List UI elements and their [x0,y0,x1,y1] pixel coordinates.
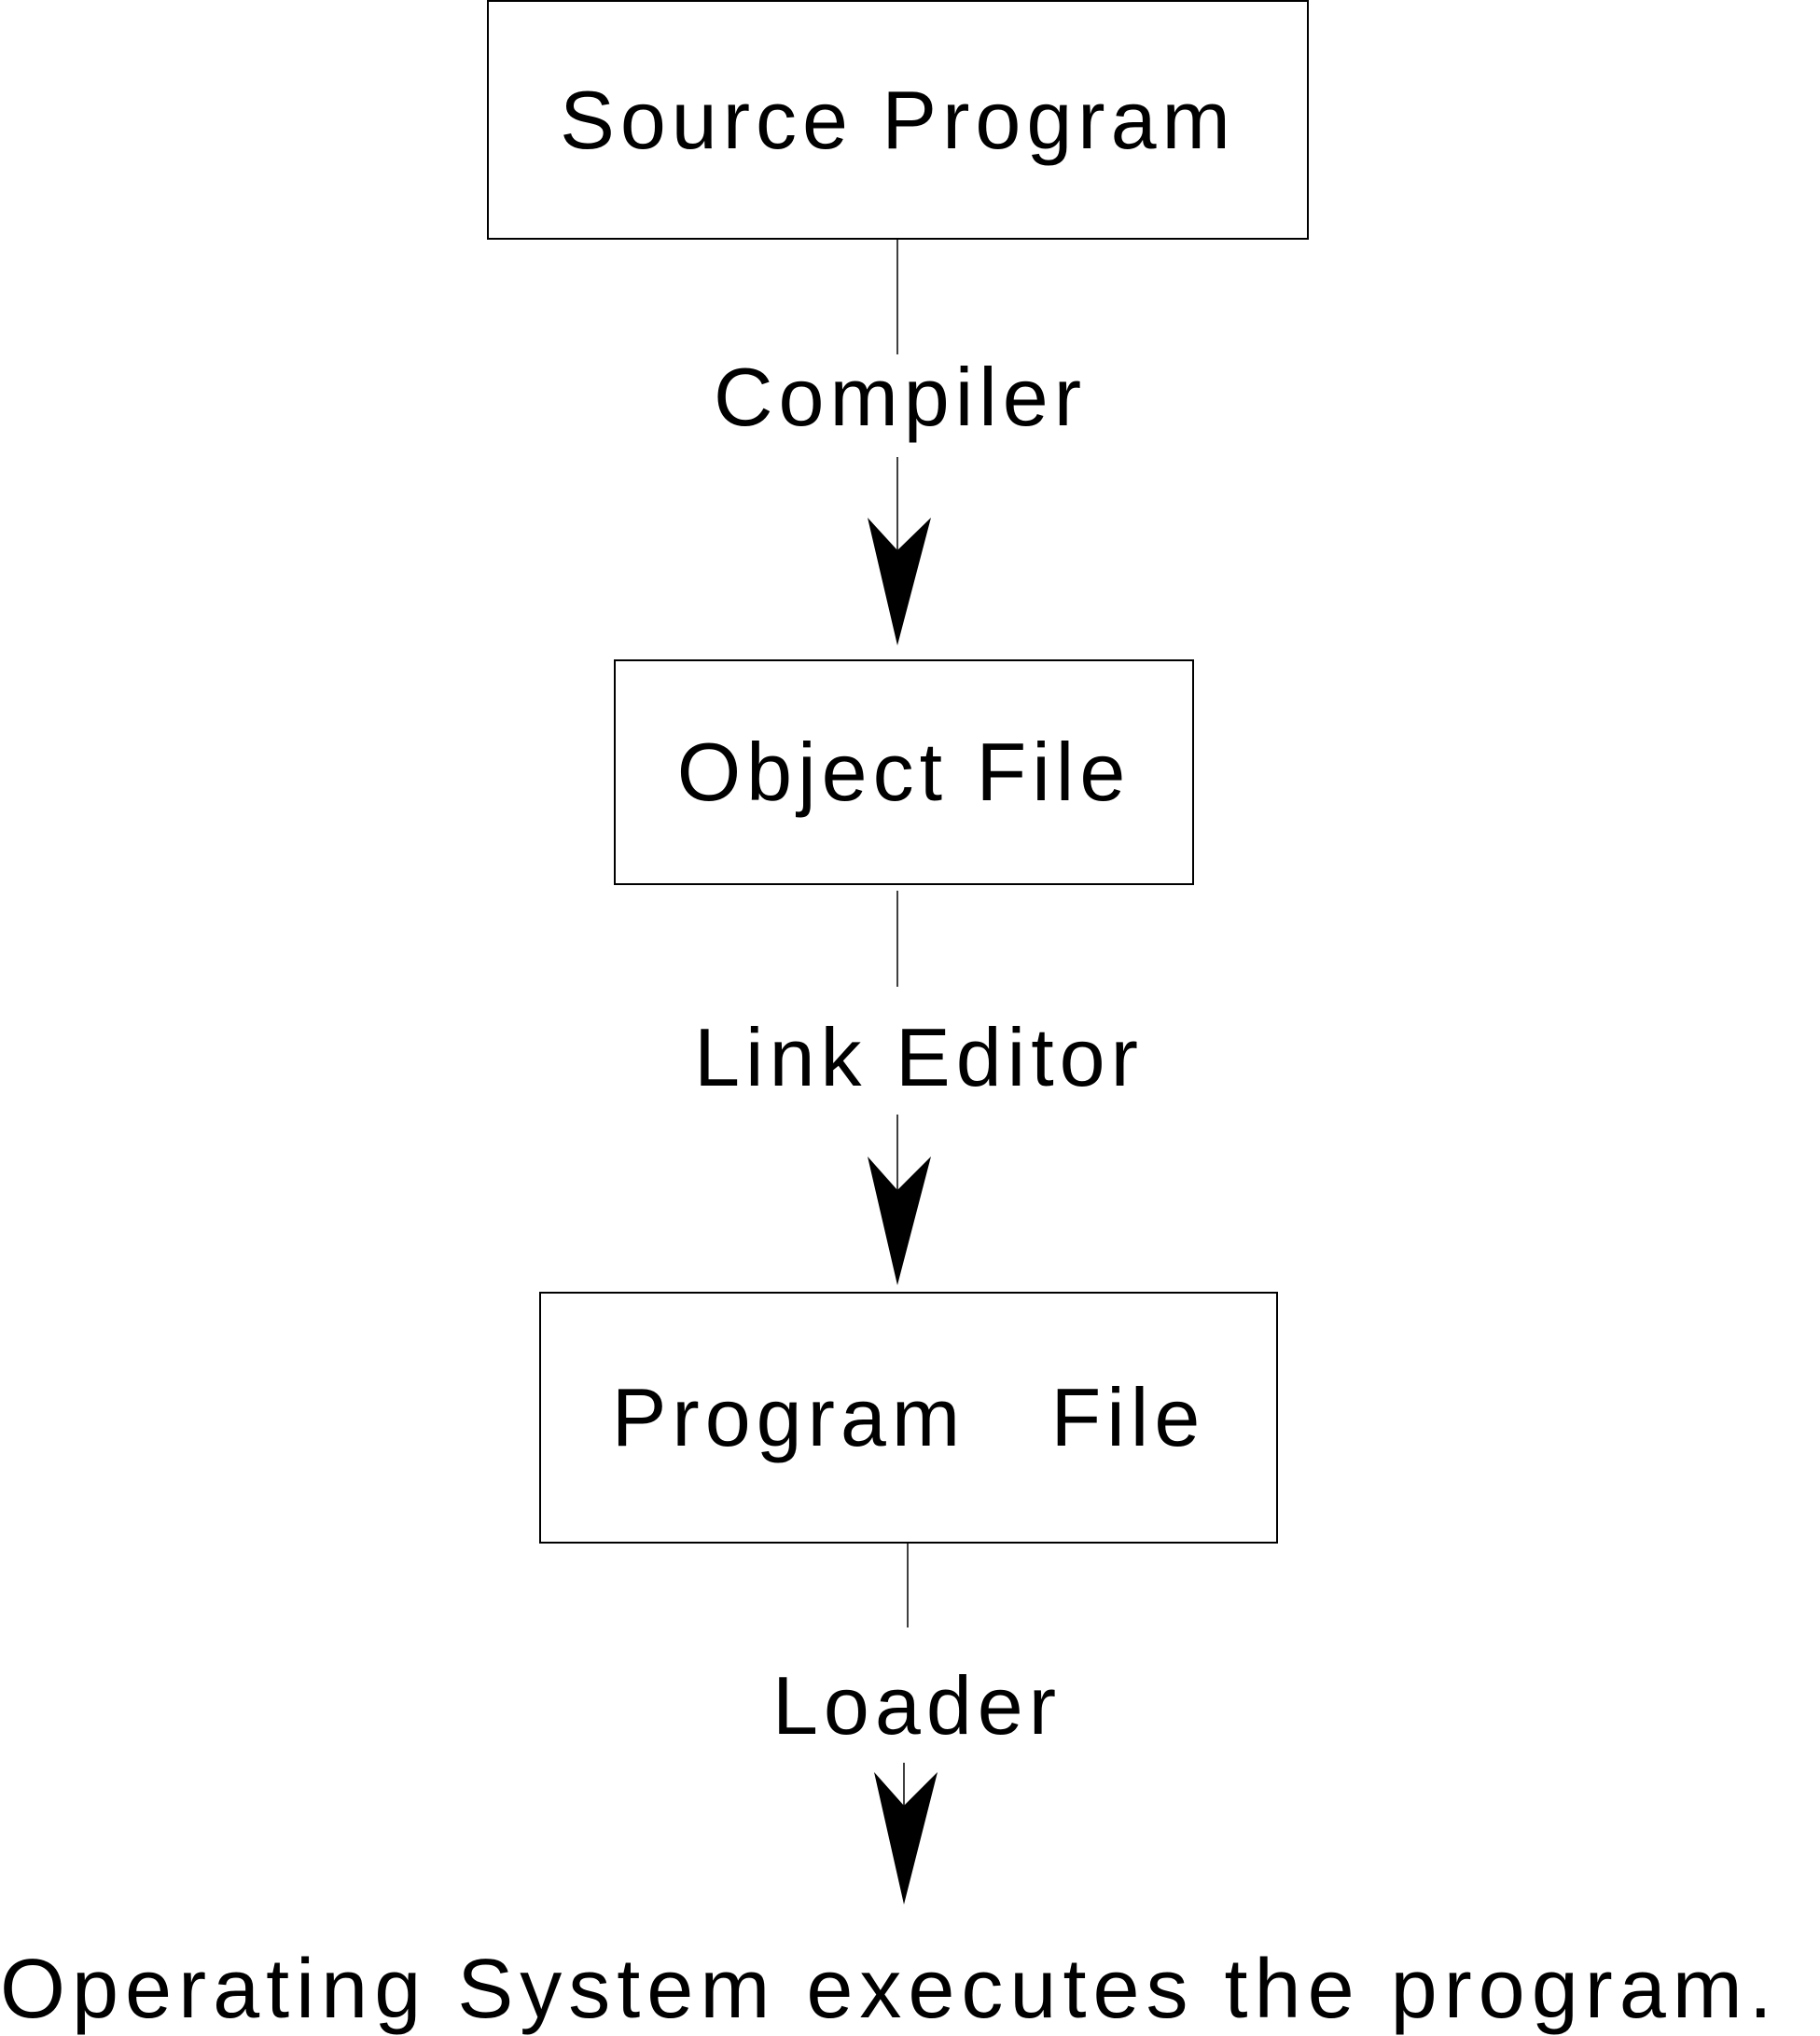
loader-arrowhead [874,1772,938,1904]
link-editor-label: Link Editor [694,1011,1144,1103]
object-file-box: Object File [614,659,1194,885]
compiler-label: Compiler [713,351,1088,443]
source-program-label: Source Program [560,73,1236,166]
object-file-label: Object File [676,726,1132,818]
source-program-box: Source Program [487,0,1309,240]
os-executes-caption: Operating System executes the program. [0,1943,1779,2036]
link-editor-arrowhead [868,1157,931,1285]
program-file-label: Program File [611,1371,1206,1463]
compiler-arrowhead [868,518,931,645]
program-file-box: Program File [539,1292,1278,1544]
loader-label: Loader [771,1659,1063,1752]
